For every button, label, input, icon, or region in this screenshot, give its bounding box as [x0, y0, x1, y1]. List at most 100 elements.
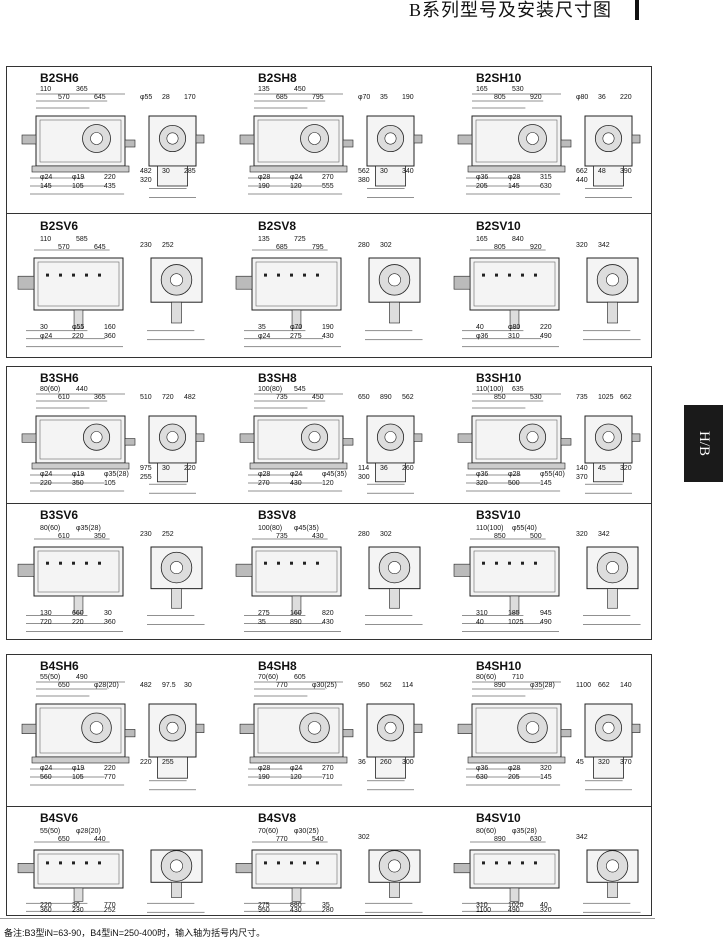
model-title: B4SH8: [258, 659, 297, 673]
horizontal-reducer-drawing: [457, 93, 641, 198]
dimension-label: 850: [494, 533, 506, 540]
model-title: B2SH10: [476, 71, 522, 85]
dimension-label: 280: [358, 242, 370, 249]
vertical-reducer-drawing: [453, 538, 641, 632]
dimension-label: 482: [184, 394, 196, 401]
dimension-label: 35: [322, 902, 330, 909]
dimension-label: 510: [140, 394, 152, 401]
dimension-label: 645: [94, 244, 106, 251]
dimension-label: φ24: [290, 174, 303, 181]
dimension-label: φ45(35): [294, 525, 319, 532]
dimension-label: 220: [72, 619, 84, 626]
dimension-label: 650: [358, 394, 370, 401]
dimension-label: φ70: [358, 94, 371, 101]
dimension-label: φ80: [576, 94, 589, 101]
dimension-label: 430: [290, 907, 302, 914]
dimension-label: 320: [620, 465, 632, 472]
dimension-label: φ28(20): [76, 828, 101, 835]
dimension-label: 205: [508, 774, 520, 781]
dimension-label: 220: [540, 324, 552, 331]
dimension-label: 80(60): [476, 828, 497, 835]
dimension-label: 30: [104, 610, 112, 617]
dimension-label: 110(100): [476, 386, 504, 393]
dimension-label: φ30(25): [294, 828, 319, 835]
horizontal-reducer-drawing: [21, 93, 205, 198]
dimension-label: 40: [476, 619, 484, 626]
dimension-label: 145: [40, 183, 52, 190]
dimension-label: 255: [162, 759, 174, 766]
model-title: B2SV10: [476, 219, 521, 233]
dimension-label: 390: [620, 168, 632, 175]
dimension-label: 110: [40, 86, 52, 93]
dimension-label: 880: [290, 902, 302, 909]
dimension-label: 630: [530, 836, 542, 843]
horizontal-reducer-drawing: [21, 393, 205, 494]
model-title: B4SV8: [258, 811, 297, 825]
dimension-label: 230: [72, 907, 84, 914]
dimension-label: 302: [358, 834, 370, 841]
vertical-reducer-drawing: [453, 249, 641, 348]
vertical-reducer-drawing: [235, 538, 423, 632]
dimension-label: 360: [104, 333, 116, 340]
dimension-label: 365: [94, 394, 106, 401]
dimension-label: 105: [72, 774, 84, 781]
dimension-label: 70(60): [258, 828, 279, 835]
title-bar-mark: [635, 0, 639, 20]
dimension-label: 342: [598, 242, 610, 249]
vertical-reducer-drawing: [235, 841, 423, 913]
dimension-label: 685: [276, 244, 288, 251]
dimension-label: 770: [104, 902, 116, 909]
dimension-label: 220: [72, 333, 84, 340]
dimension-label: 795: [312, 244, 324, 251]
dimension-label: 252: [162, 531, 174, 538]
dimension-label: φ28: [258, 471, 271, 478]
dimension-label: 302: [380, 531, 392, 538]
dimension-label: 28: [162, 94, 170, 101]
model-title: B3SH8: [258, 371, 297, 385]
dimension-label: 562: [358, 168, 370, 175]
dimension-label: 805: [494, 244, 506, 251]
dimension-label: 320: [576, 531, 588, 538]
model-title: B4SV10: [476, 811, 521, 825]
dimension-label: 342: [576, 834, 588, 841]
dimension-label: φ55: [140, 94, 153, 101]
dimension-label: 35: [258, 324, 266, 331]
dimension-label: 110: [40, 236, 52, 243]
dimension-label: 80(60): [40, 525, 61, 532]
dimension-label: 275: [258, 902, 270, 909]
dimension-label: 630: [540, 183, 552, 190]
dimension-label: 105: [72, 183, 84, 190]
dimension-label: 160: [290, 610, 302, 617]
dimension-label: 165: [476, 236, 488, 243]
dimension-label: 320: [476, 480, 488, 487]
dimension-label: 135: [258, 86, 270, 93]
side-tab: H/B: [684, 405, 723, 482]
dimension-label: 55(50): [40, 674, 61, 681]
dimension-label: 205: [476, 183, 488, 190]
dimension-label: 482: [140, 682, 152, 689]
dimension-label: 120: [322, 480, 334, 487]
vertical-reducer-drawing: [17, 249, 205, 348]
dimension-label: 145: [540, 774, 552, 781]
dimension-label: 950: [358, 682, 370, 689]
dimension-label: φ35(28): [104, 471, 129, 478]
dimension-label: 850: [494, 394, 506, 401]
dimension-label: 30: [380, 168, 388, 175]
dimension-label: 30: [184, 682, 192, 689]
dimension-label: 35: [258, 619, 266, 626]
dimension-label: 97.5: [162, 682, 176, 689]
dimension-label: φ28: [258, 765, 271, 772]
footer-rule: [0, 918, 655, 919]
dimension-label: 190: [258, 774, 270, 781]
dimension-label: 710: [322, 774, 334, 781]
dimension-label: 30: [72, 902, 80, 909]
dimension-label: 610: [58, 533, 70, 540]
dimension-label: 35: [380, 94, 388, 101]
dimension-label: φ36: [476, 333, 489, 340]
dimension-label: 770: [104, 774, 116, 781]
dimension-label: 380: [358, 177, 370, 184]
dimension-label: 320: [598, 759, 610, 766]
dimension-label: 48: [598, 168, 606, 175]
dimension-label: 350: [94, 533, 106, 540]
vertical-reducer-drawing: [235, 249, 423, 348]
